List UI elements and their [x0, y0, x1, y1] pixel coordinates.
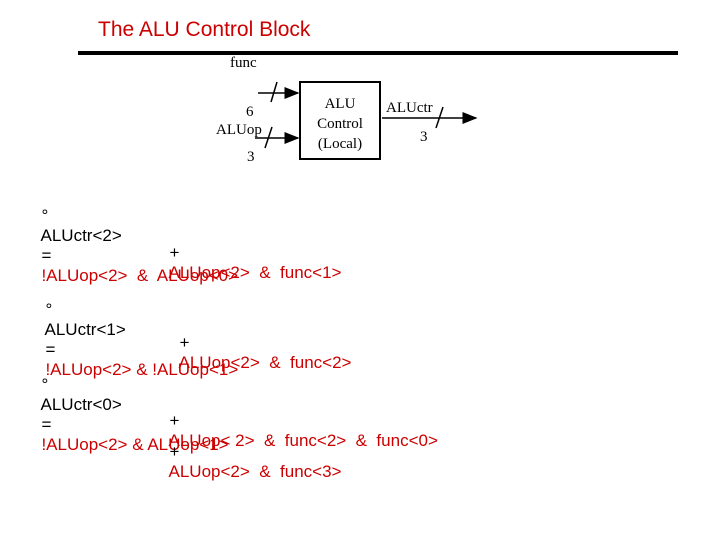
- aluop-width-slash: [264, 126, 273, 149]
- slide-title: The ALU Control Block: [98, 18, 311, 41]
- aluop-input-label: ALUop: [216, 122, 262, 138]
- bullet: °: [45, 300, 53, 319]
- equation-aluctr2: ° ALUctr<2> = !ALUop<2> & ALUop<0>: [32, 186, 239, 286]
- plus-sign: +: [179, 333, 190, 352]
- equation-aluctr0-term-1: + ALUop< 2> & func<2> & func<0>: [160, 391, 438, 451]
- aluop-width-label: 3: [247, 149, 255, 165]
- equation-term: ALUop< 2> & func<2> & func<0>: [168, 431, 438, 450]
- aluctr-width-label: 3: [420, 129, 428, 145]
- block-line-3: (Local): [318, 136, 362, 152]
- plus-sign: +: [169, 442, 180, 461]
- equation-aluctr0-term-2: + ALUop<2> & func<3>: [160, 422, 342, 482]
- plus-sign: +: [169, 243, 180, 262]
- block-line-2: Control: [317, 116, 363, 132]
- bullet: °: [41, 206, 49, 225]
- equation-lhs: ALUctr<0>: [40, 395, 122, 414]
- block-line-1: ALU: [325, 96, 356, 112]
- equation-aluctr1-term: + ALUop<2> & func<2>: [170, 313, 352, 373]
- equation-aluctr0: ° ALUctr<0> = !ALUop<2> & ALUop<1>: [32, 355, 229, 455]
- plus-sign: +: [169, 411, 180, 430]
- equals-sign: =: [41, 415, 52, 434]
- equation-rhs: !ALUop<2> & !ALUop<1>: [45, 360, 239, 379]
- func-width-slash: [270, 81, 278, 103]
- equation-aluctr1: ° ALUctr<1> = !ALUop<2> & !ALUop<1>: [36, 280, 239, 380]
- equation-term: ALUop<2> & func<3>: [168, 462, 342, 481]
- title-divider: [78, 51, 678, 55]
- aluctr-width-slash: [435, 106, 444, 129]
- bullet: °: [41, 375, 49, 394]
- equals-sign: =: [45, 340, 56, 359]
- equation-rhs: !ALUop<2> & ALUop<0>: [41, 266, 239, 285]
- equation-lhs: ALUctr<1>: [44, 320, 126, 339]
- equation-aluctr2-term: + ALUop<2> & func<1>: [160, 223, 342, 283]
- equals-sign: =: [41, 246, 52, 265]
- aluctr-output-label: ALUctr: [386, 100, 433, 116]
- func-width-label: 6: [246, 104, 254, 120]
- equation-rhs: !ALUop<2> & ALUop<1>: [41, 435, 229, 454]
- equation-term: ALUop<2> & func<1>: [168, 263, 342, 282]
- equation-lhs: ALUctr<2>: [40, 226, 122, 245]
- func-input-label: func: [230, 55, 257, 71]
- alu-control-block: [299, 81, 381, 160]
- equation-term: ALUop<2> & func<2>: [178, 353, 352, 372]
